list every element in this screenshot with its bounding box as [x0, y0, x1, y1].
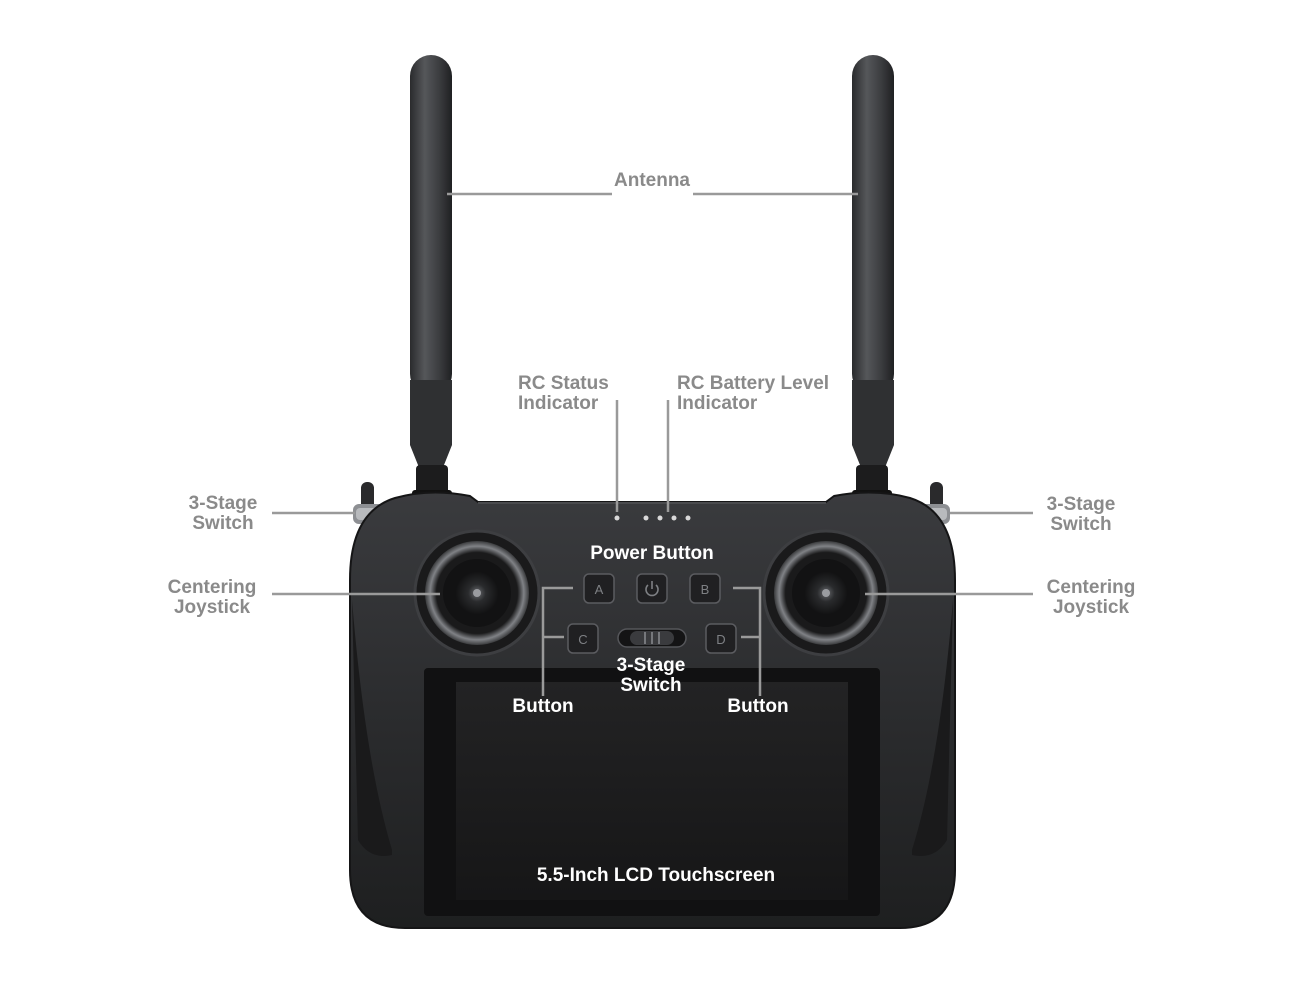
power-button-label-text: Power Button — [590, 543, 714, 564]
right-antenna — [852, 55, 894, 505]
button-c[interactable]: C — [567, 623, 599, 654]
button-b[interactable]: B — [689, 573, 721, 604]
lcd-touchscreen — [424, 668, 880, 916]
button-c-label: C — [578, 632, 587, 647]
right-switch-line-1: 3-Stage — [1046, 494, 1116, 515]
power-button-label: Power Button — [572, 544, 732, 564]
left-3-stage-switch-label: 3-Stage Switch — [168, 494, 278, 534]
rc-status-line-2: Indicator — [518, 393, 599, 414]
touchscreen-label: 5.5-Inch LCD Touchscreen — [506, 866, 806, 886]
left-centering-joystick — [413, 529, 541, 657]
right-joystick-line-2: Joystick — [1052, 597, 1130, 618]
left-button-label: Button — [500, 697, 586, 717]
right-button-label-text: Button — [727, 696, 789, 717]
right-switch-line-2: Switch — [1050, 514, 1112, 535]
power-icon — [645, 581, 659, 597]
left-antenna — [410, 55, 452, 505]
antenna-label: Antenna — [602, 171, 702, 191]
left-switch-line-1: 3-Stage — [188, 493, 258, 514]
button-b-label: B — [701, 582, 710, 597]
rc-battery-line-2: Indicator — [677, 393, 758, 414]
right-joystick-line-1: Centering — [1046, 577, 1136, 598]
rc-battery-level-indicator-leds — [643, 515, 691, 521]
center-3-stage-switch-label: 3-Stage Switch — [600, 656, 702, 696]
rc-status-indicator-label: RC Status Indicator — [518, 374, 609, 414]
leader-lines — [272, 192, 1033, 696]
rc-battery-level-indicator-label: RC Battery Level Indicator — [677, 374, 829, 414]
rc-status-line-1: RC Status — [518, 373, 609, 394]
button-d[interactable]: D — [705, 623, 737, 654]
left-joystick-line-2: Joystick — [173, 597, 251, 618]
left-button-label-text: Button — [512, 696, 574, 717]
rc-status-indicator-led — [614, 515, 620, 521]
right-centering-joystick — [762, 529, 890, 657]
center-3-stage-switch[interactable] — [617, 628, 687, 648]
left-centering-joystick-label: Centering Joystick — [152, 578, 272, 618]
antenna-label-text: Antenna — [614, 170, 690, 191]
right-button-label: Button — [715, 697, 801, 717]
right-3-stage-switch-label: 3-Stage Switch — [1026, 495, 1136, 535]
button-a-label: A — [595, 582, 604, 597]
button-a[interactable]: A — [583, 573, 615, 604]
right-centering-joystick-label: Centering Joystick — [1031, 578, 1151, 618]
touchscreen-label-text: 5.5-Inch LCD Touchscreen — [536, 865, 776, 886]
left-switch-line-2: Switch — [192, 513, 254, 534]
rc-battery-line-1: RC Battery Level — [677, 373, 830, 394]
center-switch-line-2: Switch — [620, 675, 682, 696]
button-d-label: D — [716, 632, 725, 647]
center-switch-line-1: 3-Stage — [616, 655, 686, 676]
left-joystick-line-1: Centering — [167, 577, 257, 598]
power-button[interactable] — [636, 573, 668, 604]
